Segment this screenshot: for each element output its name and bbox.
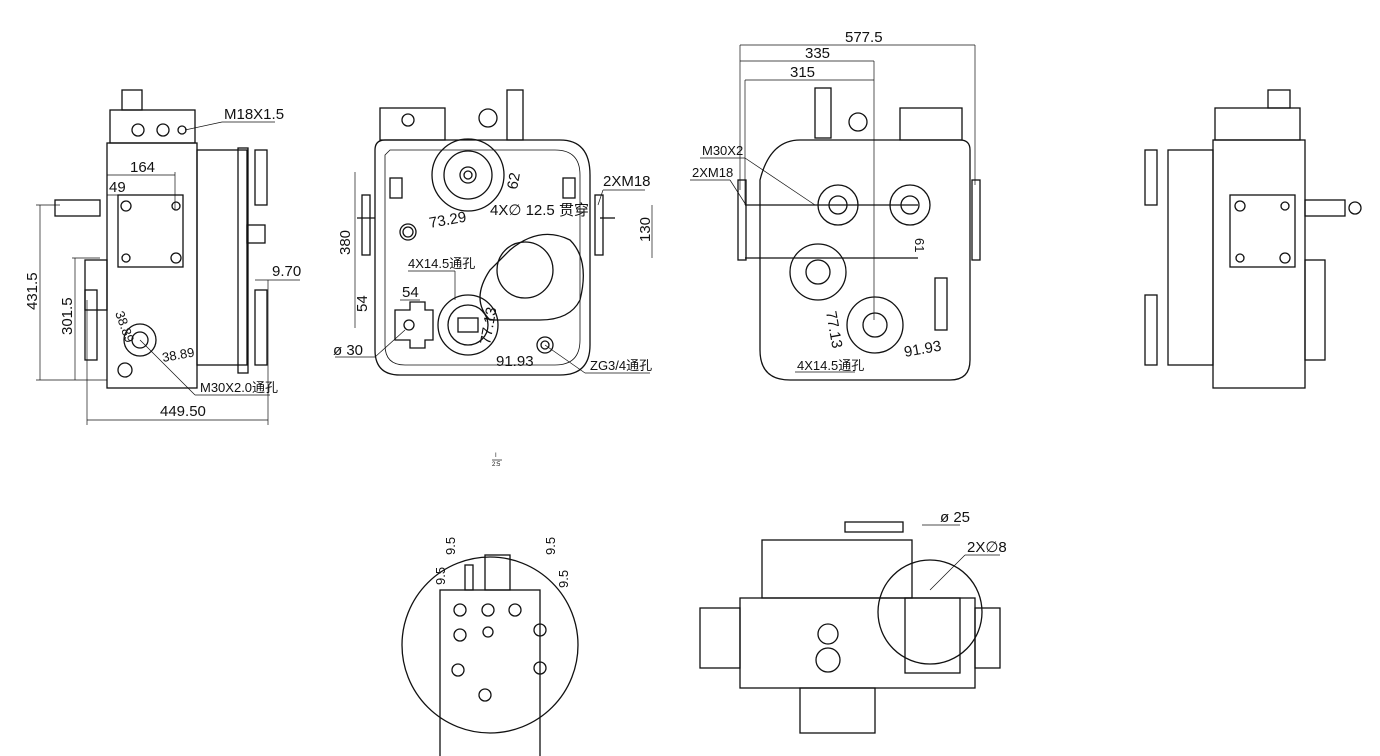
dim-9-5-a: 9.5 [443,537,458,555]
thread-label-2xm18: 2XM18 [692,165,733,180]
dim-38-89-a: 38.89 [112,309,137,345]
dim-315: 315 [790,64,815,81]
housing-outline [759,139,971,381]
dim-301-5: 301.5 [59,297,76,335]
dim-54-vertical: 54 [354,295,371,312]
right-side-view [1144,89,1362,389]
detail-scale: 2:5 [492,462,501,468]
dia-30: ø 30 [333,342,363,359]
holes-label-2x8: 2X∅8 [967,539,1007,556]
dim-449-50: 449.50 [160,403,206,420]
valve-block [1214,107,1301,141]
dim-77-13: 77.13 [477,306,500,346]
dim-9-5-c: 9.5 [543,537,558,555]
port-label-zg3-4: ZG3/4通孔 [590,358,652,373]
top-valve-block [109,109,196,144]
holes-label-bottom: 4X14.5通孔 [408,256,475,271]
dim-577-5: 577.5 [845,29,883,46]
dim-9-5-d: 9.5 [556,570,571,588]
dim-9-5-b: 9.5 [433,567,448,585]
lifting-eye [848,112,868,132]
output-flange [846,296,904,354]
detail-callout-circle [877,559,983,665]
valve-block [379,107,446,141]
holes-label-bottom: 4X14.5通孔 [797,358,864,373]
side-fitting [54,199,101,217]
dim-91-93: 91.93 [903,338,943,361]
bottom-view: ø 25 2X∅8 [699,509,1007,734]
dim-335: 335 [805,45,830,62]
valve-block [899,107,963,141]
housing-body [1212,139,1306,389]
input-flange [431,138,505,212]
breather [814,87,832,139]
dim-77-13: 77.13 [822,310,845,350]
rear-view: 577.5 335 315 M30X2 2XM18 61 77.13 91.93… [690,29,981,381]
thread-label-2xm18: 2XM18 [603,173,651,190]
cam-cover [479,233,584,321]
dia-25: ø 25 [940,509,970,526]
dim-49: 49 [109,179,126,196]
dim-431-5: 431.5 [24,272,41,310]
dim-small: 61 [912,238,927,252]
dim-38-89-b: 38.89 [161,345,196,365]
dim-73-29: 73.29 [428,209,468,232]
mount-plate [1229,194,1296,268]
thread-label-m30: M30X2.0通孔 [200,380,278,395]
output-flange [437,294,499,356]
front-view: 62 73.29 4X∅ 12.5 贯穿 2XM18 380 130 4X14.… [333,89,654,376]
left-side-view: 164 49 431.5 301.5 449.50 9.70 M18X1.5 3… [24,89,301,425]
breather [506,89,524,141]
dim-130: 130 [637,217,654,242]
thread-label-m18: M18X1.5 [224,106,284,123]
detail-circle [401,556,579,734]
dim-62: 62 [504,171,524,190]
top-fitting [121,89,143,111]
mount-plate [117,194,184,268]
dim-164: 164 [130,159,155,176]
dim-9-70: 9.70 [272,263,301,280]
lifting-eye [478,108,498,128]
dim-91-93: 91.93 [496,353,534,370]
detail-label: I [495,453,497,459]
dim-380: 380 [337,230,354,255]
holes-label-top: 4X∅ 12.5 贯穿 [490,202,589,219]
housing-cover [1167,149,1214,366]
dim-54-horizontal: 54 [402,284,419,301]
housing-cover [196,149,248,366]
detail-view: I 2:5 9.5 9.5 9.5 9.5 [401,453,579,756]
thread-label-m30x2: M30X2 [702,143,743,158]
housing-body [739,597,976,689]
housing-outline [374,139,591,376]
